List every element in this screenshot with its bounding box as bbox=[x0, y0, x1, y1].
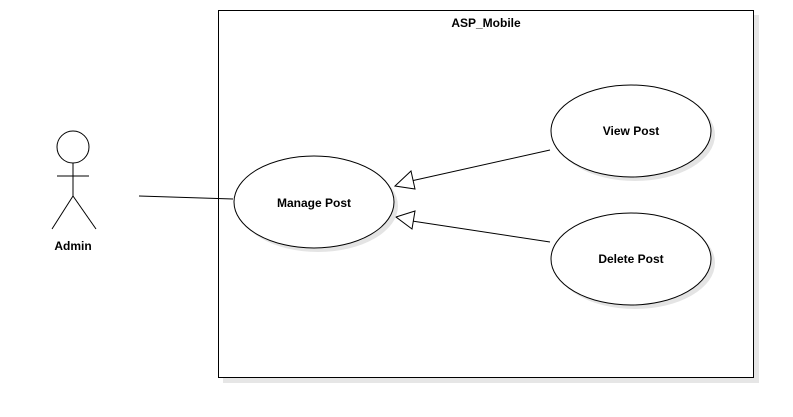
use-case-delete-post[interactable]: Delete Post bbox=[550, 212, 715, 309]
generalization-view-post[interactable] bbox=[393, 149, 551, 190]
system-boundary-title: ASP_Mobile bbox=[451, 16, 521, 30]
use-case-ellipse[interactable] bbox=[233, 155, 395, 249]
use-case-label: View Post bbox=[603, 124, 659, 138]
use-case-label: Delete Post bbox=[598, 252, 663, 266]
actor-right-leg bbox=[72, 195, 97, 230]
generalization-arrowhead bbox=[393, 170, 416, 190]
generalization-delete-post[interactable] bbox=[394, 210, 551, 243]
generalization-line bbox=[410, 149, 551, 182]
association-line[interactable] bbox=[138, 195, 234, 200]
use-case-ellipse[interactable] bbox=[550, 84, 712, 178]
use-case-label: Manage Post bbox=[277, 196, 351, 210]
actor-left-leg bbox=[51, 195, 74, 230]
generalization-line bbox=[411, 220, 551, 243]
actor-label: Admin bbox=[54, 239, 91, 253]
use-case-manage-post[interactable]: Manage Post bbox=[233, 155, 398, 252]
system-boundary[interactable]: ASP_Mobile bbox=[218, 10, 760, 384]
use-case-ellipse[interactable] bbox=[550, 212, 712, 306]
actor-head bbox=[56, 130, 90, 164]
actor-admin[interactable]: Admin bbox=[51, 130, 97, 253]
generalization-arrowhead bbox=[394, 210, 416, 230]
use-case-view-post[interactable]: View Post bbox=[550, 84, 715, 181]
